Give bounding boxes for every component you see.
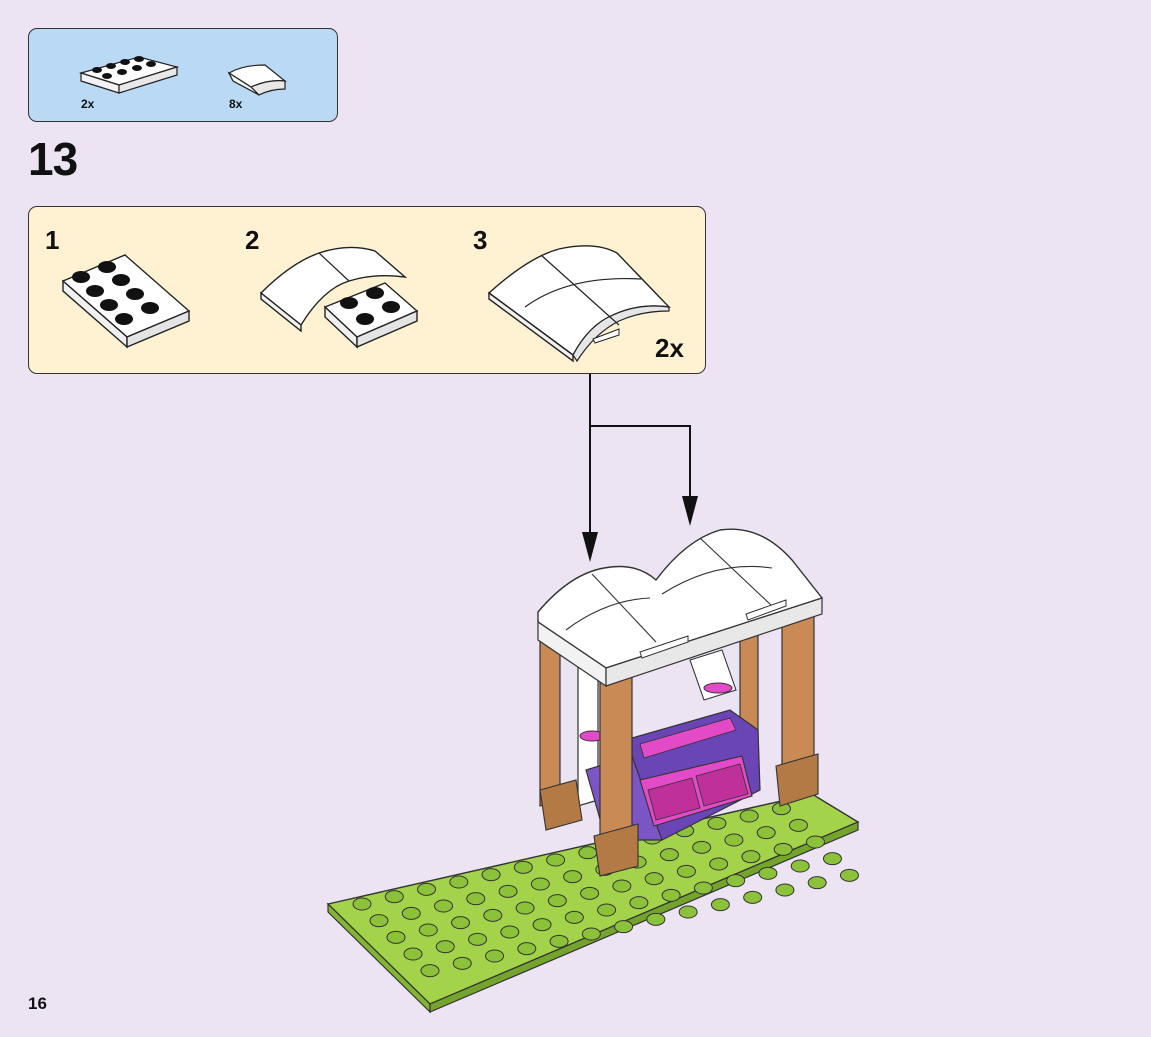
baseplate-stud <box>452 956 472 970</box>
baseplate-stud <box>678 905 698 919</box>
baseplate-stud <box>563 870 583 884</box>
baseplate-stud <box>434 899 454 913</box>
sub-step-1-plate-illustration <box>61 254 191 349</box>
arrow-head-left-icon <box>582 532 598 562</box>
part-quantity-slope: 8x <box>229 97 243 111</box>
baseplate-stud <box>369 914 389 928</box>
baseplate-stud <box>449 875 469 889</box>
baseplate-stud <box>739 809 759 823</box>
sub-assembly-multiplier: 2x <box>655 333 684 363</box>
sub-step-number-3: 3 <box>473 225 488 255</box>
baseplate-stud <box>386 930 406 944</box>
baseplate-stud <box>775 883 795 897</box>
baseplate-stud <box>401 906 421 920</box>
baseplate-stud <box>549 934 569 948</box>
baseplate-stud <box>500 925 520 939</box>
baseplate-stud <box>352 897 372 911</box>
baseplate-stud <box>597 903 617 917</box>
baseplate-stud <box>498 884 518 898</box>
baseplate-stud <box>726 874 746 888</box>
baseplate-stud <box>435 940 455 954</box>
baseplate-stud <box>547 894 567 908</box>
baseplate-stud <box>420 964 440 978</box>
baseplate-stud <box>807 876 827 890</box>
baseplate-stud <box>483 908 503 922</box>
baseplate-stud <box>692 840 712 854</box>
parts-list-box: 2x 8x <box>28 28 338 122</box>
baseplate-stud <box>790 859 810 873</box>
baseplate-stud <box>612 879 632 893</box>
baseplate-stud <box>546 853 566 867</box>
baseplate-stud <box>661 888 681 902</box>
baseplate-stud <box>646 912 666 926</box>
baseplate-stud <box>822 852 842 866</box>
baseplate-stud <box>724 833 744 847</box>
baseplate-stud <box>384 890 404 904</box>
baseplate-stud <box>644 872 664 886</box>
baseplate-stud <box>403 947 423 961</box>
baseplate-stud <box>418 923 438 937</box>
page-number: 16 <box>28 994 47 1013</box>
sub-step-3-slope-illustration <box>487 245 671 363</box>
baseplate-stud <box>485 949 505 963</box>
baseplate-stud <box>481 868 501 882</box>
baseplate-stud <box>564 910 584 924</box>
baseplate-stud <box>517 942 537 956</box>
sub-step-2-slope-illustration <box>259 246 419 349</box>
baseplate-stud <box>578 846 598 860</box>
curved-slope-icon <box>227 64 288 96</box>
baseplate-stud <box>839 868 859 882</box>
baseplate-stud <box>580 886 600 900</box>
baseplate-stud <box>707 816 727 830</box>
baseplate-stud <box>773 842 793 856</box>
baseplate-stud <box>805 835 825 849</box>
sub-assembly-box: 1 2 3 <box>28 206 706 374</box>
baseplate-stud <box>709 857 729 871</box>
baseplate-stud <box>513 860 533 874</box>
baseplate-stud <box>788 818 808 832</box>
baseplate-stud <box>676 864 696 878</box>
sub-step-number-1: 1 <box>45 225 60 255</box>
baseplate-stud <box>693 881 713 895</box>
baseplate-stud <box>451 916 471 930</box>
baseplate-stud <box>532 918 552 932</box>
baseplate-stud <box>710 898 730 912</box>
baseplate-stud <box>629 896 649 910</box>
sub-step-number-2: 2 <box>245 225 260 255</box>
baseplate-stud <box>659 848 679 862</box>
baseplate-stud <box>530 877 550 891</box>
baseplate-stud <box>466 892 486 906</box>
baseplate-stud <box>515 901 535 915</box>
baseplate-stud <box>581 927 601 941</box>
baseplate-stud <box>743 890 763 904</box>
baseplate-stud <box>741 850 761 864</box>
part-quantity-plate: 2x <box>81 97 95 111</box>
baseplate-stud <box>758 866 778 880</box>
baseplate-stud <box>468 932 488 946</box>
arrow-head-right-icon <box>682 496 698 526</box>
baseplate-stud <box>417 882 437 896</box>
plate-2x4-icon <box>78 56 180 94</box>
baseplate-stud <box>756 826 776 840</box>
baseplate-stud <box>614 920 634 934</box>
step-number: 13 <box>28 133 78 185</box>
